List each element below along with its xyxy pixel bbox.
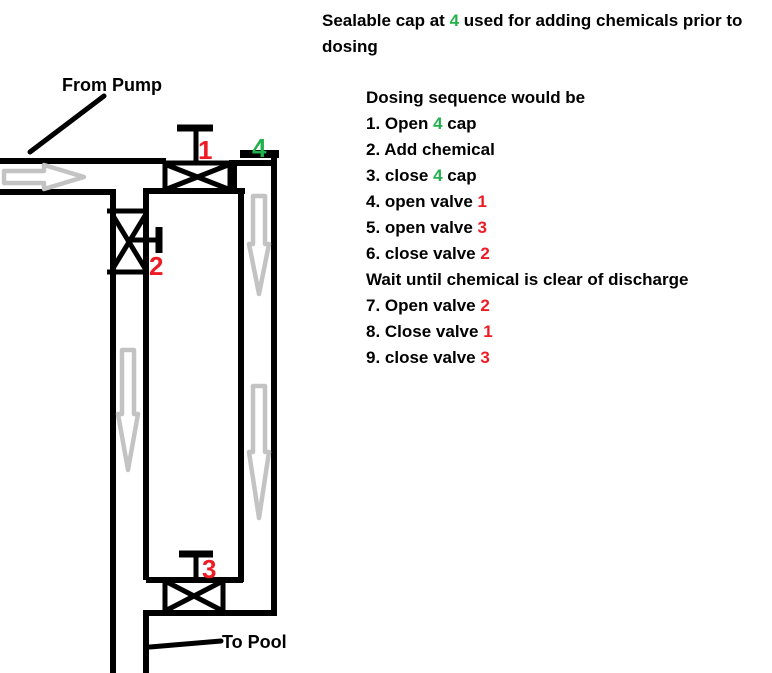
valve-1 [162,124,233,194]
dosing-step: 6. close valve 2 [366,244,490,263]
dosing-step: 7. Open valve 2 [366,296,490,315]
valve-2 [107,208,163,275]
right-pipe [146,155,277,616]
cap-4-number: 4 [252,133,267,163]
valve-3-number: 3 [202,554,216,584]
dosing-sequence: Dosing sequence would be 1. Open 4 cap 2.… [366,85,752,371]
valve-2-number: 2 [149,251,163,281]
to-pool-leader-line [147,638,224,650]
inlet-flow-arrow-icon [1,162,87,192]
left-pipe-flow-arrow-icon [115,347,141,473]
dosing-step: Wait until chemical is clear of discharg… [366,270,689,289]
dosing-step: 2. Add chemical [366,140,495,159]
from-pump-leader-line [27,93,107,155]
cap-4 [240,150,279,158]
note-heading: Sealable cap at 4 used for adding chemic… [322,11,743,56]
note-text: Sealable cap at 4 used for adding chemic… [322,8,752,371]
dosing-sequence-title: Dosing sequence would be [366,88,586,107]
dosing-steps: 1. Open 4 cap 2. Add chemical 3. close 4 c… [366,111,752,371]
dosing-step: 4. open valve 1 [366,192,487,211]
dosing-step: 9. close valve 3 [366,348,490,367]
dosing-step: 5. open valve 3 [366,218,487,237]
right-pipe-flow-arrow-icon [246,383,272,521]
from-pump-label: From Pump [62,75,162,95]
dosing-step: 3. close 4 cap [366,166,477,185]
to-pool-label: To Pool [222,632,287,652]
valve-3 [162,550,226,613]
dosing-step: 8. Close valve 1 [366,322,493,341]
chamber-inlet-flow-arrow-icon [246,193,272,297]
valve-1-number: 1 [198,135,212,165]
dosing-step: 1. Open 4 cap [366,114,477,133]
